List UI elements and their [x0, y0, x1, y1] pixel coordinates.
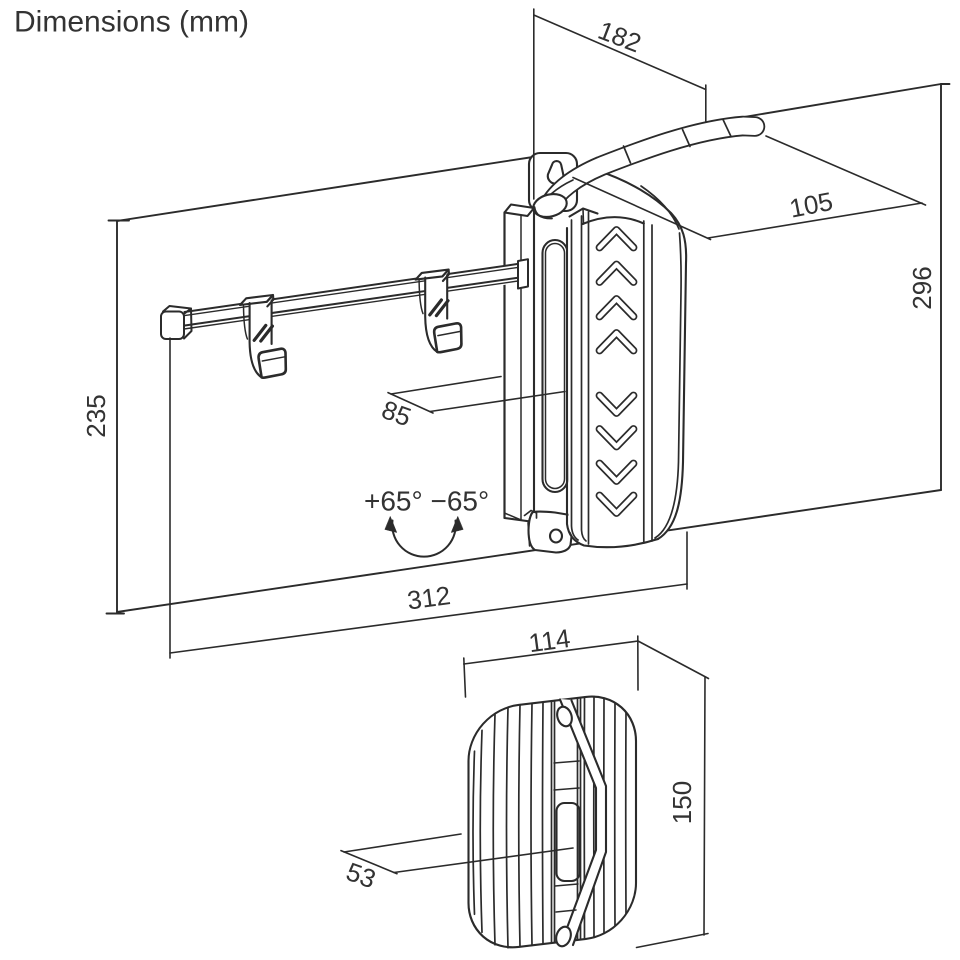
svg-text:296: 296	[907, 266, 937, 309]
svg-text:85: 85	[378, 394, 415, 432]
svg-text:114: 114	[527, 623, 572, 658]
svg-text:182: 182	[594, 15, 645, 59]
svg-text:312: 312	[405, 580, 452, 615]
svg-text:+65° −65°: +65° −65°	[364, 486, 489, 517]
svg-text:150: 150	[667, 781, 697, 824]
svg-text:Dimensions (mm): Dimensions (mm)	[14, 6, 249, 39]
svg-text:53: 53	[342, 856, 379, 894]
svg-text:235: 235	[81, 394, 111, 437]
